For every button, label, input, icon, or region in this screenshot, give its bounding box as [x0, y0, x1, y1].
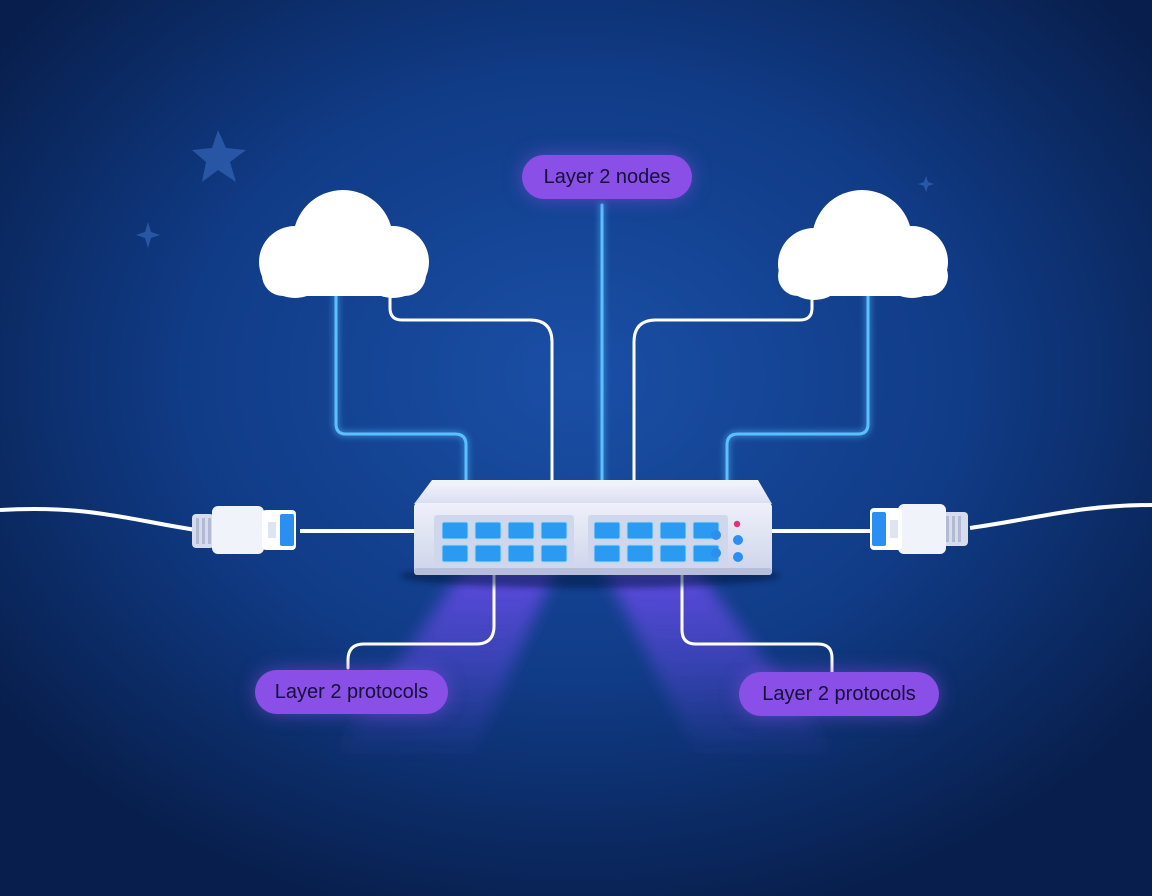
- switch-port-icon: [626, 544, 654, 563]
- white-link-lines: [346, 284, 834, 674]
- link-left-cloud-blue: [334, 288, 468, 484]
- link-right-cloud-white: [632, 290, 814, 484]
- label-layer2-protocols-right: Layer 2 protocols: [739, 672, 939, 716]
- switch-port-icon: [540, 544, 568, 563]
- link-right-protocols: [680, 570, 834, 674]
- switch-port-icon: [593, 521, 621, 540]
- blue-link-lines: [332, 201, 872, 486]
- switch-port-icon: [659, 521, 687, 540]
- ports-left: [441, 521, 568, 563]
- network-switch: [400, 480, 780, 588]
- label-layer2-nodes: Layer 2 nodes: [522, 155, 692, 199]
- ports-right: [593, 521, 720, 563]
- label-layer2-protocols-left: Layer 2 protocols: [255, 670, 448, 714]
- switch-port-icon: [507, 544, 535, 563]
- switch-port-icon: [626, 521, 654, 540]
- cloud-icon-left: [259, 190, 429, 298]
- status-led-icon: [733, 552, 743, 562]
- status-led-icon: [733, 535, 743, 545]
- ethernet-cable-right: [764, 503, 1152, 554]
- status-led-icon: [711, 548, 721, 558]
- switch-port-icon: [474, 521, 502, 540]
- status-led-icon: [711, 530, 721, 540]
- link-left-cloud-white: [388, 284, 554, 484]
- status-led-icon: [733, 520, 741, 528]
- switch-port-icon: [507, 521, 535, 540]
- link-left-protocols: [346, 570, 496, 670]
- ethernet-cable-left: [0, 506, 414, 554]
- sparkle-icon: [136, 130, 934, 248]
- switch-port-icon: [474, 544, 502, 563]
- switch-port-icon: [659, 544, 687, 563]
- switch-port-icon: [441, 521, 469, 540]
- cloud-icon-right: [778, 190, 948, 300]
- link-right-cloud-blue: [725, 290, 870, 484]
- switch-port-icon: [593, 544, 621, 563]
- switch-port-icon: [540, 521, 568, 540]
- switch-port-icon: [441, 544, 469, 563]
- port-panel-left: [434, 515, 574, 565]
